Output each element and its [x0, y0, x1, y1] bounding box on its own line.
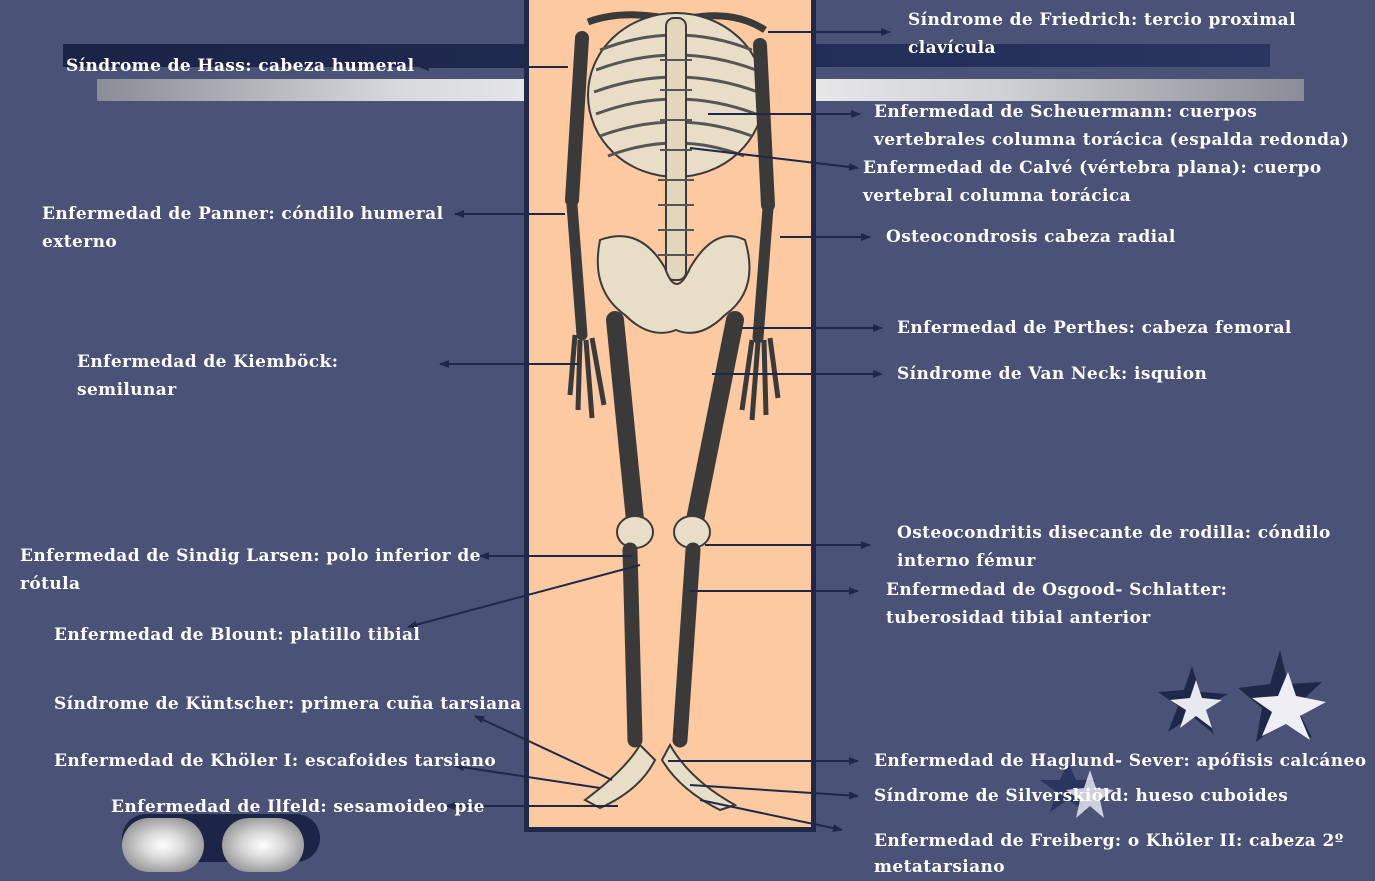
label-van-neck: Síndrome de Van Neck: isquion [897, 360, 1207, 388]
label-kuntscher: Síndrome de Küntscher: primera cuña tars… [54, 690, 522, 718]
label-osgood-line2: tuberosidad tibial anterior [886, 604, 1151, 632]
humerus-left-shape [572, 38, 582, 200]
label-sindig-line2: rótula [20, 570, 80, 598]
star-icon [1158, 666, 1228, 734]
label-ilfeld: Enfermedad de Ilfeld: sesamoideo pie [111, 793, 485, 821]
nav-pill-icon[interactable] [222, 818, 304, 872]
label-osteocondritis-line2: interno fémur [897, 547, 1036, 575]
femur-right-shape [695, 320, 735, 520]
hand-left-shape [570, 335, 604, 418]
foot-right-shape [662, 745, 735, 810]
label-friedrich-line2: clavícula [908, 34, 996, 62]
label-scheuermann-line1: Enfermedad de Scheuermann: cuerpos [874, 98, 1257, 126]
label-silverskiold: Síndrome de Silverskiöld: hueso cuboides [874, 782, 1288, 810]
hand-right-shape [742, 338, 778, 420]
humerus-right-shape [760, 45, 768, 205]
nav-pill-icon[interactable] [122, 818, 204, 872]
label-panner-line1: Enfermedad de Panner: cóndilo humeral [42, 200, 443, 228]
forearm-right-shape [758, 208, 768, 338]
label-friedrich-line1: Síndrome de Friedrich: tercio proximal [908, 6, 1296, 34]
label-calve-line1: Enfermedad de Calvé (vértebra plana): cu… [863, 154, 1322, 182]
label-kiembock-line1: Enfermedad de Kiemböck: [77, 348, 338, 376]
label-blount: Enfermedad de Blount: platillo tibial [54, 621, 420, 649]
tibia-right-shape [680, 550, 693, 740]
femur-left-shape [615, 320, 635, 520]
label-perthes: Enfermedad de Perthes: cabeza femoral [897, 314, 1292, 342]
label-panner-line2: externo [42, 228, 117, 256]
label-hass: Síndrome de Hass: cabeza humeral [66, 52, 414, 80]
label-kohler: Enfermedad de Khöler I: escafoides tarsi… [54, 747, 496, 775]
knee-left-shape [617, 516, 653, 548]
star-icon [1238, 650, 1326, 742]
label-osteocondritis-line1: Osteocondritis disecante de rodilla: cón… [897, 519, 1331, 547]
tibia-left-shape [630, 550, 635, 740]
arrow-freiberg [700, 800, 842, 830]
label-kiembock-line2: semilunar [77, 376, 177, 404]
label-calve-line2: vertebral columna torácica [863, 182, 1131, 210]
label-haglund: Enfermedad de Haglund- Sever: apófisis c… [874, 747, 1367, 775]
label-freiberg-line2: metatarsiano [874, 853, 1005, 881]
forearm-left-shape [572, 205, 582, 335]
label-radial: Osteocondrosis cabeza radial [886, 223, 1176, 251]
foot-left-shape [585, 745, 655, 808]
label-scheuermann-line2: vertebrales columna torácica (espalda re… [874, 126, 1349, 154]
label-freiberg-line1: Enfermedad de Freiberg: o Khöler II: cab… [874, 827, 1344, 855]
label-sindig-line1: Enfermedad de Sindig Larsen: polo inferi… [20, 542, 481, 570]
label-osgood-line1: Enfermedad de Osgood- Schlatter: [886, 576, 1227, 604]
arrow-blount [408, 565, 640, 627]
